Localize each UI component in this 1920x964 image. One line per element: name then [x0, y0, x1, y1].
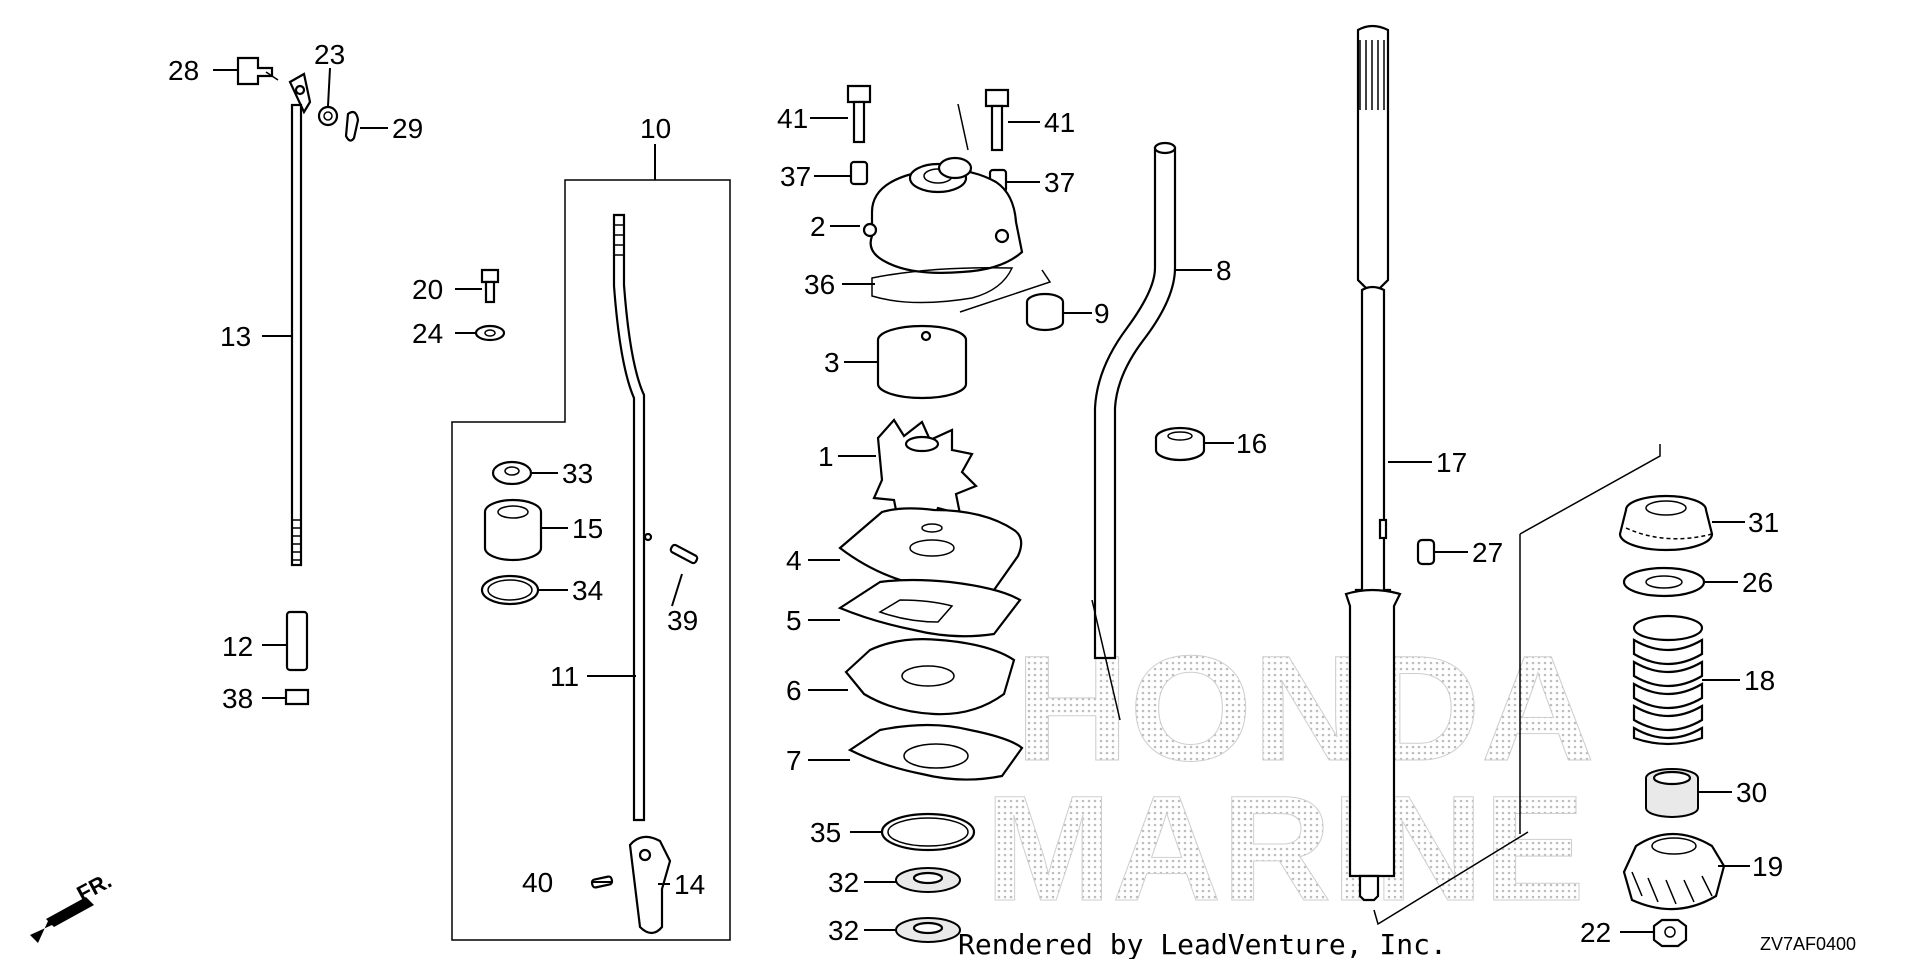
callout-14[interactable]: 14	[674, 869, 705, 900]
callout-40[interactable]: 40	[522, 867, 553, 898]
part-30-needle-bearing[interactable]	[1645, 768, 1699, 818]
part-7-gasket[interactable]	[847, 723, 1024, 781]
part-26-washer[interactable]	[1622, 566, 1706, 598]
callout-37-right[interactable]: 37	[1044, 167, 1075, 198]
callout-7[interactable]: 7	[786, 745, 802, 776]
callout-3[interactable]: 3	[824, 347, 840, 378]
callout-13[interactable]: 13	[220, 321, 251, 352]
part-13-shift-rod[interactable]	[288, 72, 312, 567]
part-18-spring[interactable]	[1632, 614, 1704, 746]
part-22-nut[interactable]	[1652, 918, 1688, 948]
callout-24[interactable]: 24	[412, 318, 443, 349]
part-2-pump-housing[interactable]	[862, 156, 1024, 274]
part-17-drive-shaft[interactable]	[1344, 24, 1402, 902]
part-8-water-tube[interactable]	[1093, 141, 1177, 660]
part-12-connector[interactable]	[285, 610, 309, 672]
part-23-washer[interactable]	[317, 105, 339, 127]
callout-1[interactable]: 1	[818, 441, 834, 472]
callout-32-bottom[interactable]: 32	[828, 915, 859, 946]
direction-label: FR.	[73, 868, 116, 907]
part-6-pump-liner[interactable]	[844, 638, 1016, 716]
part-14-shift-arm[interactable]	[628, 835, 672, 935]
part-33-grommet[interactable]	[491, 460, 533, 486]
part-36-gasket[interactable]	[871, 266, 1014, 304]
part-39-pin[interactable]	[669, 543, 699, 565]
part-31-bearing[interactable]	[1618, 494, 1714, 552]
part-20-bolt[interactable]	[480, 268, 500, 304]
callout-30[interactable]: 30	[1736, 777, 1767, 808]
part-11-shift-shaft[interactable]	[612, 213, 653, 822]
callout-36[interactable]: 36	[804, 269, 835, 300]
part-34-o-ring[interactable]	[480, 574, 540, 606]
direction-arrow-icon	[30, 897, 94, 943]
callout-23[interactable]: 23	[314, 39, 345, 70]
part-27-key[interactable]	[1416, 538, 1436, 566]
render-credit: Rendered by LeadVenture, Inc.	[958, 928, 1447, 959]
callout-16[interactable]: 16	[1236, 428, 1267, 459]
callout-9[interactable]: 9	[1094, 298, 1110, 329]
watermark-line-2: MARINE	[985, 764, 1585, 932]
part-3-impeller-housing[interactable]	[876, 324, 968, 400]
watermark: HONDA MARINE	[985, 624, 1596, 933]
callout-41-right[interactable]: 41	[1044, 107, 1075, 138]
group-10-bracket	[451, 179, 731, 941]
part-32-seal-bottom[interactable]	[895, 917, 961, 943]
part-35-o-ring[interactable]	[880, 812, 976, 852]
part-29-clip[interactable]	[344, 110, 360, 142]
part-41-bolt-right[interactable]	[984, 88, 1010, 152]
callout-2[interactable]: 2	[810, 211, 826, 242]
callout-11[interactable]: 11	[550, 661, 579, 692]
part-16-seal[interactable]	[1154, 426, 1206, 462]
callout-31[interactable]: 31	[1748, 507, 1779, 538]
callout-5[interactable]: 5	[786, 605, 802, 636]
callouts: 28 23 29 13 12 38 10 20 24 33 15 34 39 1…	[168, 39, 1783, 948]
part-19-pinion-gear[interactable]	[1622, 832, 1726, 911]
callout-19[interactable]: 19	[1752, 851, 1783, 882]
callout-4[interactable]: 4	[786, 545, 802, 576]
callout-8[interactable]: 8	[1216, 255, 1232, 286]
callout-39[interactable]: 39	[667, 605, 698, 636]
callout-12[interactable]: 12	[222, 631, 253, 662]
callout-22[interactable]: 22	[1580, 917, 1611, 948]
part-32-seal-top[interactable]	[895, 867, 961, 893]
callout-17[interactable]: 17	[1436, 447, 1467, 478]
part-4-plate[interactable]	[838, 507, 1023, 593]
part-38-nut[interactable]	[284, 688, 310, 706]
callout-26[interactable]: 26	[1742, 567, 1773, 598]
part-9-bushing[interactable]	[1025, 292, 1065, 332]
part-5-gasket[interactable]	[837, 578, 1022, 638]
callout-41-left[interactable]: 41	[777, 103, 808, 134]
callout-10[interactable]: 10	[640, 113, 671, 144]
callout-6[interactable]: 6	[786, 675, 802, 706]
part-15-bushing[interactable]	[483, 498, 543, 562]
callout-35[interactable]: 35	[810, 817, 841, 848]
part-1-impeller[interactable]	[872, 418, 978, 529]
callout-18[interactable]: 18	[1744, 665, 1775, 696]
part-24-washer[interactable]	[474, 324, 506, 342]
callout-38[interactable]: 38	[222, 683, 253, 714]
part-41-bolt-left[interactable]	[846, 84, 872, 144]
part-28-bolt[interactable]	[236, 56, 279, 86]
callout-33[interactable]: 33	[562, 458, 593, 489]
callout-32-top[interactable]: 32	[828, 867, 859, 898]
callout-15[interactable]: 15	[572, 513, 603, 544]
callout-28[interactable]: 28	[168, 55, 199, 86]
callout-29[interactable]: 29	[392, 113, 423, 144]
diagram-code: ZV7AF0400	[1760, 934, 1856, 954]
callout-20[interactable]: 20	[412, 274, 443, 305]
callout-27[interactable]: 27	[1472, 537, 1503, 568]
callout-34[interactable]: 34	[572, 575, 603, 606]
callout-37-left[interactable]: 37	[780, 161, 811, 192]
part-37-collar-left[interactable]	[849, 160, 869, 186]
